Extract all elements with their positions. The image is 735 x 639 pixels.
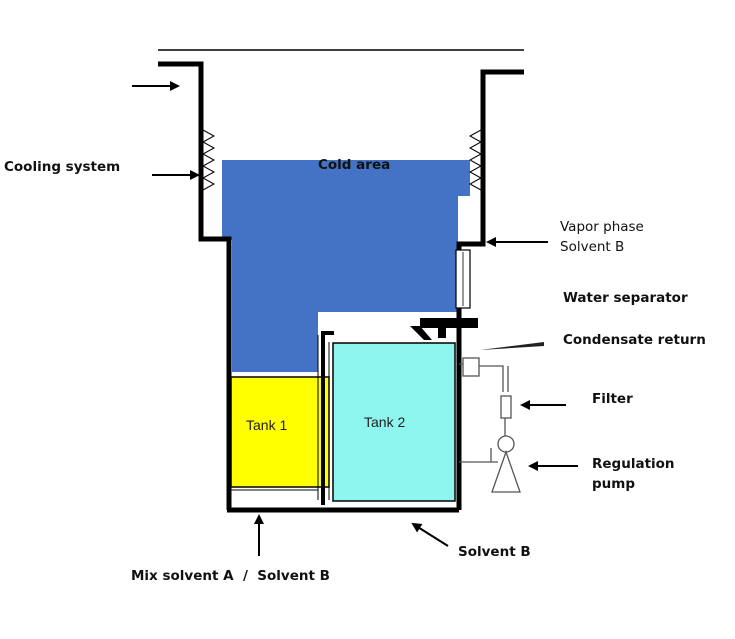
label-mix-solvents: Mix solvent A / Solvent B [131, 568, 330, 584]
external-piping [459, 357, 521, 493]
label-pump: pump [592, 476, 635, 492]
tank-divider-wall [321, 331, 334, 505]
arrow-condensate-return [480, 342, 544, 350]
label-tank-2: Tank 2 [364, 414, 405, 430]
label-condensate-return: Condensate return [563, 332, 706, 348]
label-cooling-system: Cooling system [4, 159, 120, 175]
label-water-separator: Water separator [563, 290, 688, 306]
condensate-return-pipe [420, 318, 478, 338]
label-vapor-solvent-b: Solvent B [560, 239, 624, 255]
label-cold-area: Cold area [318, 157, 390, 173]
cold-area-region [222, 160, 470, 372]
right-wall [456, 69, 524, 510]
label-regulation: Regulation [592, 456, 675, 472]
label-vapor-phase: Vapor phase [560, 219, 644, 235]
tank-2 [332, 342, 456, 502]
label-solvent-b: Solvent B [458, 544, 531, 560]
label-filter: Filter [592, 391, 633, 407]
cooling-coil-right [468, 129, 483, 191]
arrow-solvent-b [411, 522, 449, 547]
label-tank-1: Tank 1 [246, 417, 287, 433]
left-wall [158, 61, 232, 510]
cooling-coil-left [201, 129, 216, 191]
